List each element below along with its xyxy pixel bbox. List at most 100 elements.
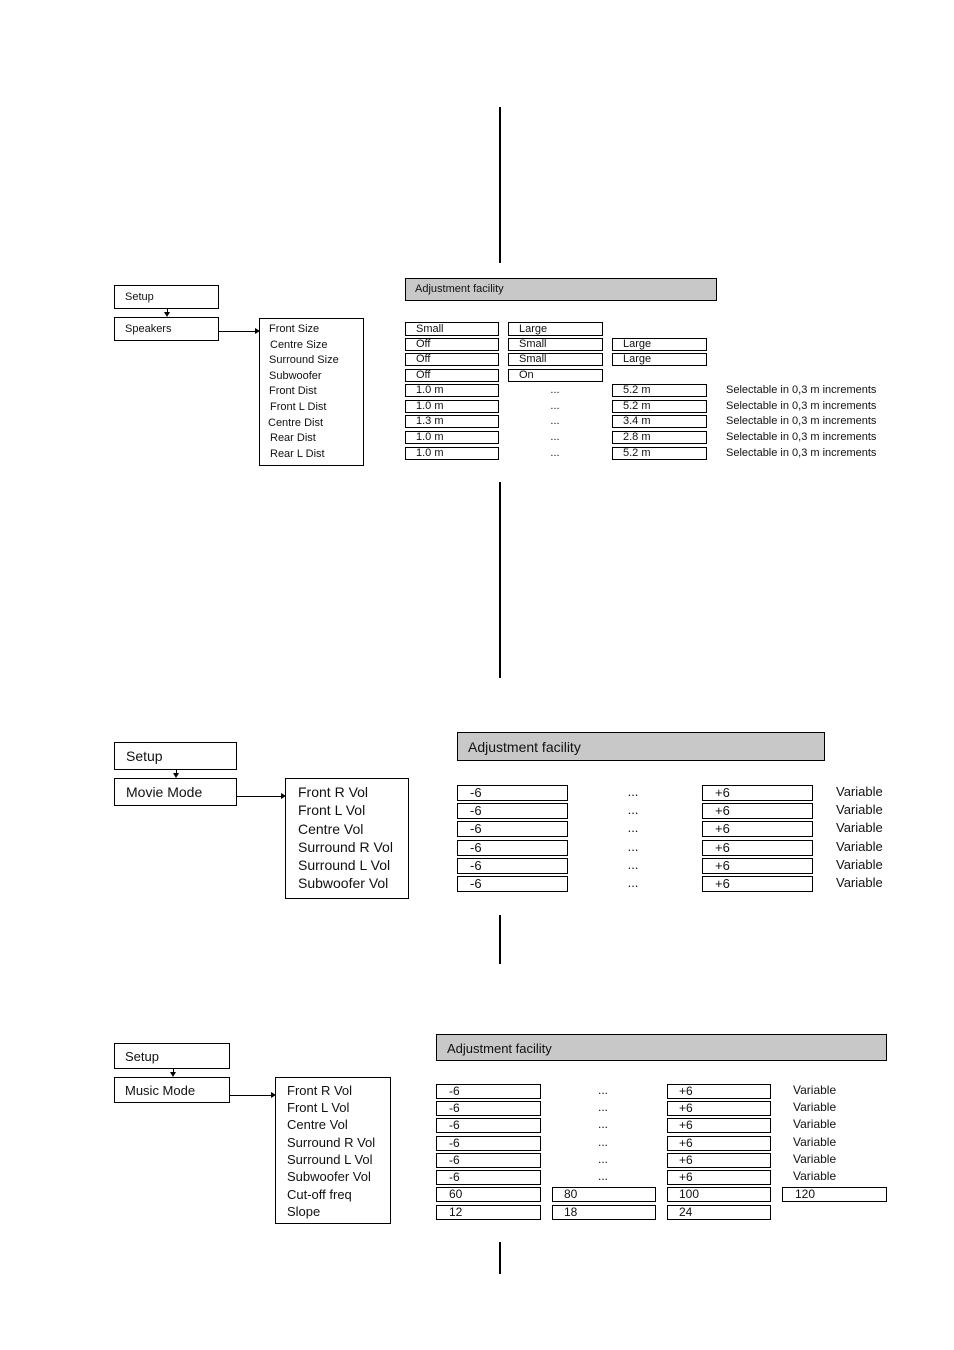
menu-item[interactable]: Front L Vol <box>287 1100 350 1115</box>
speakers-box[interactable]: Speakers <box>114 317 219 341</box>
value-field[interactable]: +6 <box>667 1084 771 1099</box>
value-field[interactable]: +6 <box>667 1101 771 1116</box>
menu-item[interactable]: Subwoofer <box>269 370 322 382</box>
note-text: Selectable in 0,3 m increments <box>726 384 877 396</box>
menu-item[interactable]: Centre Size <box>270 339 328 351</box>
menu-item[interactable]: Front R Vol <box>287 1083 353 1098</box>
value-field[interactable]: -6 <box>457 840 568 856</box>
value-field[interactable]: Small <box>508 353 603 366</box>
value-field[interactable]: 5.2 m <box>612 400 707 413</box>
setup-box[interactable]: Setup <box>114 1043 230 1069</box>
range-ellipsis: ... <box>550 431 560 443</box>
value-field[interactable]: -6 <box>457 821 568 837</box>
menu-item[interactable]: Subwoofer Vol <box>287 1169 371 1184</box>
range-ellipsis: ... <box>550 447 560 459</box>
value-field[interactable]: 60 <box>436 1187 541 1202</box>
value-field[interactable]: +6 <box>702 803 813 819</box>
value-field[interactable]: +6 <box>667 1118 771 1133</box>
note-text: Variable <box>836 875 883 890</box>
value-field[interactable]: Off <box>405 369 499 382</box>
menu-item[interactable]: Centre Vol <box>287 1117 348 1132</box>
value-field[interactable]: -6 <box>436 1136 541 1151</box>
value-field[interactable]: -6 <box>457 785 568 801</box>
movie-mode-box[interactable]: Movie Mode <box>114 778 237 806</box>
value-field[interactable]: +6 <box>702 840 813 856</box>
value-field[interactable]: -6 <box>457 803 568 819</box>
range-ellipsis: ... <box>597 1117 608 1131</box>
setup-box[interactable]: Setup <box>114 742 237 770</box>
menu-item[interactable]: Front Size <box>269 323 320 335</box>
menu-item[interactable]: Surround R Vol <box>287 1135 376 1150</box>
value-field[interactable]: -6 <box>457 876 568 892</box>
value-field[interactable]: 5.2 m <box>612 384 707 397</box>
value-field[interactable]: 2.8 m <box>612 431 707 444</box>
value-field[interactable]: 5.2 m <box>612 447 707 460</box>
value-field[interactable]: -6 <box>436 1101 541 1116</box>
menu-item[interactable]: Surround L Vol <box>298 857 391 873</box>
divider-line <box>499 1242 501 1274</box>
menu-item[interactable]: Front L Vol <box>298 802 366 818</box>
menu-item[interactable]: Front R Vol <box>298 784 369 800</box>
value-field[interactable]: -6 <box>436 1153 541 1168</box>
note-text: Selectable in 0,3 m increments <box>726 447 877 459</box>
menu-item[interactable]: Front Dist <box>269 385 317 397</box>
value-field[interactable]: 24 <box>667 1205 771 1220</box>
value-field[interactable]: Large <box>508 322 603 336</box>
setup-box[interactable]: Setup <box>114 285 219 309</box>
note-text: Variable <box>793 1135 837 1149</box>
menu-item[interactable]: Slope <box>287 1204 321 1219</box>
value-field[interactable]: 120 <box>782 1187 887 1202</box>
value-field[interactable]: 3.4 m <box>612 415 707 428</box>
value-field[interactable]: Large <box>612 353 707 366</box>
arrow-head <box>271 1092 276 1098</box>
value-field[interactable]: -6 <box>436 1170 541 1185</box>
note-text: Variable <box>836 857 883 872</box>
range-ellipsis: ... <box>597 1135 608 1149</box>
menu-item[interactable]: Centre Vol <box>298 821 364 837</box>
value-field[interactable]: -6 <box>436 1084 541 1099</box>
value-field[interactable]: +6 <box>667 1153 771 1168</box>
value-field[interactable]: 80 <box>552 1187 656 1202</box>
value-field[interactable]: 18 <box>552 1205 656 1220</box>
menu-item[interactable]: Surround R Vol <box>298 839 393 855</box>
value-field[interactable]: 1.0 m <box>405 431 499 444</box>
connector-arrow <box>237 796 282 797</box>
movie-menu: Front R Vol Front L Vol Centre Vol Surro… <box>285 778 409 899</box>
note-text: Variable <box>793 1152 837 1166</box>
value-field[interactable]: Off <box>405 338 499 351</box>
value-field[interactable]: Small <box>508 338 603 351</box>
menu-item[interactable]: Rear L Dist <box>270 448 325 460</box>
menu-item[interactable]: Subwoofer Vol <box>298 875 389 891</box>
note-text: Variable <box>836 839 883 854</box>
menu-item[interactable]: Cut-off freq <box>287 1187 352 1202</box>
arrow-head <box>255 328 260 334</box>
range-ellipsis: ... <box>550 415 560 427</box>
value-field[interactable]: +6 <box>702 821 813 837</box>
divider-line <box>499 915 501 964</box>
value-field[interactable]: Large <box>612 338 707 351</box>
value-field[interactable]: +6 <box>702 858 813 874</box>
value-field[interactable]: 100 <box>667 1187 771 1202</box>
value-field[interactable]: +6 <box>702 785 813 801</box>
menu-item[interactable]: Surround Size <box>269 354 339 366</box>
value-field[interactable]: +6 <box>702 876 813 892</box>
value-field[interactable]: 1.0 m <box>405 400 499 413</box>
menu-item[interactable]: Front L Dist <box>270 401 327 413</box>
value-field[interactable]: 12 <box>436 1205 541 1220</box>
value-field[interactable]: -6 <box>457 858 568 874</box>
menu-item[interactable]: Surround L Vol <box>287 1152 373 1167</box>
value-field[interactable]: Small <box>405 322 499 336</box>
value-field[interactable]: On <box>508 369 603 382</box>
value-field[interactable]: 1.0 m <box>405 384 499 397</box>
connector-arrow <box>167 309 168 314</box>
value-field[interactable]: 1.3 m <box>405 415 499 428</box>
menu-item[interactable]: Rear Dist <box>270 432 316 444</box>
music-mode-box[interactable]: Music Mode <box>114 1077 230 1103</box>
menu-item[interactable]: Centre Dist <box>268 417 324 429</box>
value-field[interactable]: 1.0 m <box>405 447 499 460</box>
value-field[interactable]: +6 <box>667 1170 771 1185</box>
value-field[interactable]: -6 <box>436 1118 541 1133</box>
value-field[interactable]: Off <box>405 353 499 366</box>
arrow-head <box>164 312 170 317</box>
value-field[interactable]: +6 <box>667 1136 771 1151</box>
